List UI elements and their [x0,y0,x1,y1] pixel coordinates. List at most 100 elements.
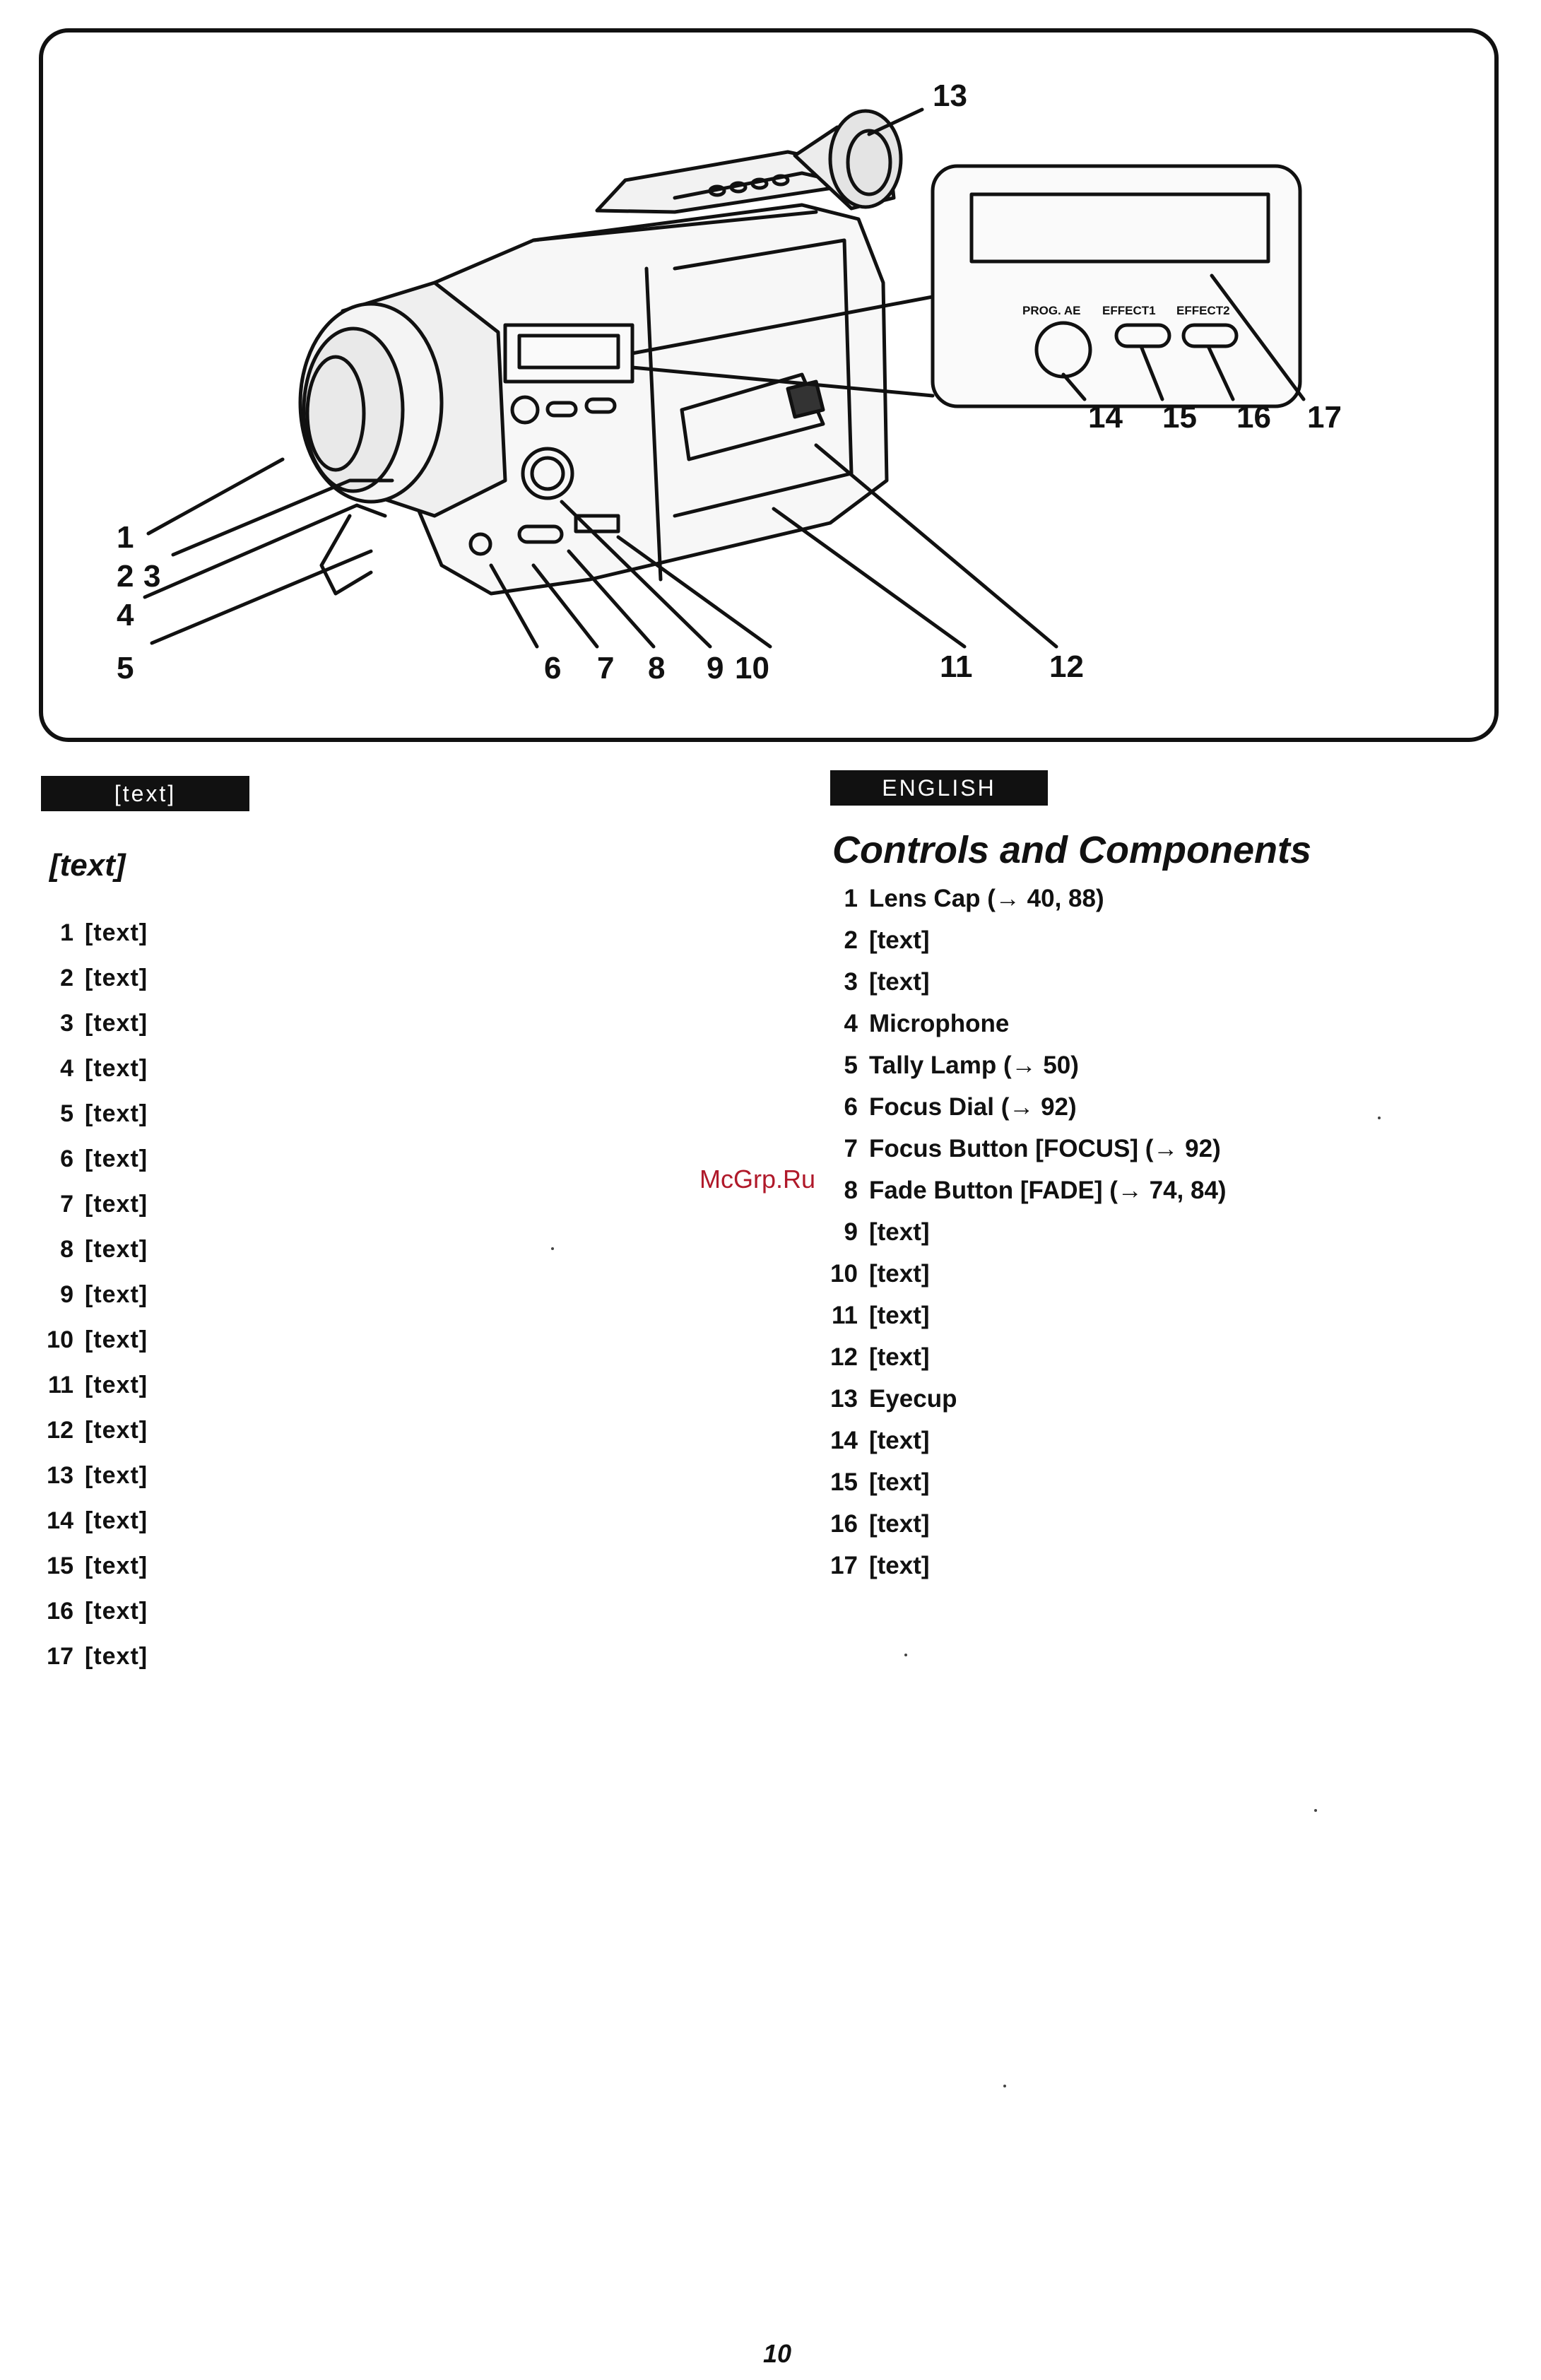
item-text: [text] [869,968,930,996]
english-list-item: 9[text] [827,1217,1505,1248]
chinese-list-item: 13 [text] [42,1461,721,1507]
chinese-list-item: 4[text] [42,1054,721,1100]
item-text: [text] [85,1191,148,1218]
item-number: 10 [47,1326,73,1353]
chinese-list-item: 17[text] [42,1642,721,1687]
scan-speck [904,1654,907,1656]
item-number: 6 [60,1145,73,1172]
callout-11: 11 [940,649,973,684]
item-text: [text] [869,1302,930,1329]
item-text: [text] [869,1343,930,1371]
chinese-section-tag: [text] [41,776,249,811]
item-number: 10 [830,1260,858,1288]
panel-label-prog-ae: PROG. AE [1022,304,1081,317]
item-number: 1 [844,885,858,912]
item-number: 9 [844,1218,858,1246]
chinese-list-item: 5 [text] [42,1100,721,1145]
item-number: 16 [830,1510,858,1538]
panel-label-effect2: EFFECT2 [1176,304,1230,317]
item-number: 12 [47,1417,73,1444]
item-number: 2 [844,926,858,954]
chinese-list-item: 6 [text] [42,1145,721,1190]
item-number: 7 [60,1191,73,1218]
item-text: Fade Button [FADE] (→ 74, 84) [869,1177,1227,1204]
item-number: 17 [47,1643,73,1670]
callout-17: 17 [1307,400,1342,435]
item-number: 4 [844,1010,858,1037]
item-text: [text] [85,1281,148,1308]
chinese-list-item: 16[text] [42,1597,721,1642]
item-number: 4 [60,1055,73,1082]
watermark-text: McGrp.Ru [699,1165,816,1194]
item-number: 5 [60,1100,73,1127]
item-number: 15 [47,1553,73,1579]
item-number: 13 [830,1385,858,1413]
scan-speck [551,1247,554,1250]
chinese-heading: [text] [49,848,126,883]
item-number: 6 [844,1093,858,1121]
item-text: Eyecup [869,1385,957,1413]
item-text: [text] [85,1236,148,1263]
english-list-item: 2 [text] [827,925,1505,956]
callout-16: 16 [1236,400,1271,435]
item-number: 5 [844,1051,858,1079]
item-number: 2 [60,965,73,991]
scan-speck [1314,1809,1317,1812]
english-list-item: 6 Focus Dial (→ 92) [827,1092,1505,1123]
camcorder-diagram: 1 2 3 4 5 6 7 8 9 10 11 12 13 14 15 16 1… [117,78,1342,685]
item-text: [text] [85,1010,148,1037]
item-number: 15 [830,1468,858,1496]
chinese-list-item: 11 [text] [42,1371,721,1416]
item-number: 14 [47,1507,73,1534]
item-text: [text] [85,1462,148,1489]
item-text: [text] [85,1553,148,1579]
chinese-list-item: 10[text] [42,1326,721,1371]
item-text: Focus Dial (→ 92) [869,1093,1077,1121]
item-text: [text] [85,1372,148,1398]
callout-13: 13 [933,78,967,113]
item-number: 11 [832,1302,858,1329]
chinese-list-item: 14[text] [42,1507,721,1552]
item-number: 13 [47,1462,73,1489]
callout-4: 4 [117,598,134,632]
item-number: 1 [60,919,73,946]
illustration-frame [39,28,1499,742]
chinese-list-item: 12 [text] [42,1416,721,1461]
english-list-item: 14[text] [827,1425,1505,1456]
chinese-list-item: 2 [text] [42,964,721,1009]
item-number: 3 [60,1010,73,1037]
scan-speck [1003,2085,1006,2087]
callout-5: 5 [117,651,134,685]
chinese-list-item: 7 [text] [42,1190,721,1235]
callout-7: 7 [597,651,614,685]
page-number: 10 [762,2339,792,2368]
item-number: 8 [60,1236,73,1263]
item-text: [text] [85,1145,148,1172]
item-text: [text] [869,926,930,954]
chinese-list-item: 15 [text] [42,1552,721,1597]
callout-1: 1 [117,520,134,555]
callout-2: 2 [117,559,134,594]
callout-8: 8 [648,651,665,685]
chinese-component-list: 1[text]2[text]3[text]4[text]5[text]6[tex… [42,919,721,1687]
item-text: [text] [85,1100,148,1127]
item-text: [text] [85,1417,148,1444]
item-text: [text] [869,1260,930,1288]
english-heading: Controls and Components [832,829,1311,871]
item-text: [text] [869,1510,930,1538]
chinese-list-item: 9[text] [42,1280,721,1326]
callout-15: 15 [1162,400,1197,435]
english-list-item: 13 Eyecup [827,1384,1505,1415]
item-number: 3 [844,968,858,996]
chinese-list-item: 8 [text] [42,1235,721,1280]
item-number: 16 [47,1598,73,1625]
item-number: 11 [48,1372,73,1398]
item-text: [text] [85,965,148,991]
item-text: [text] [85,919,148,946]
item-text: [text] [869,1552,930,1579]
english-list-item: 11 [text] [827,1300,1505,1331]
